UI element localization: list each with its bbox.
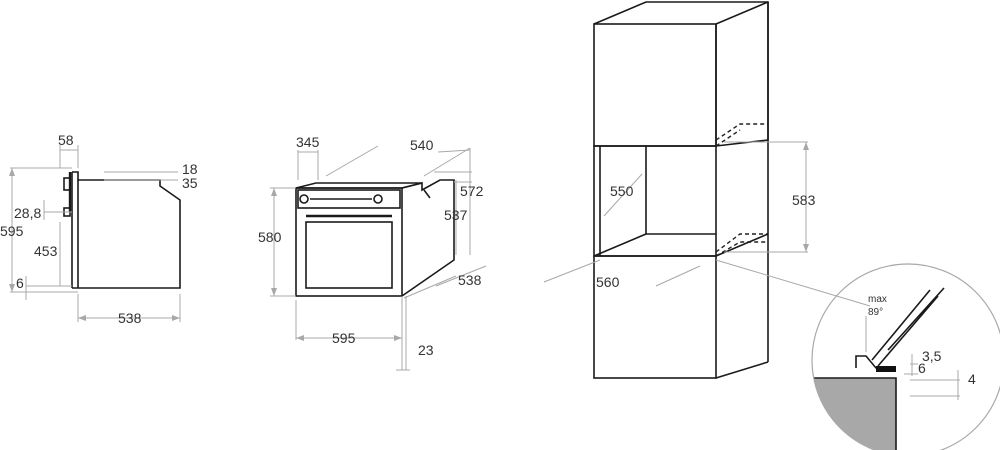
side-bottom-offset-label: 6 (16, 275, 24, 291)
side-top-offset-b-label: 35 (182, 175, 198, 191)
front-top-depth-label: 540 (410, 137, 434, 153)
knob-left-icon (299, 194, 309, 204)
front-height-label: 580 (258, 229, 282, 245)
niche-height-label: 583 (792, 192, 816, 208)
detail-circle: max 89° 3,5 6 4 (811, 263, 1000, 450)
front-width-label: 595 (332, 330, 356, 346)
lower-cabinet (593, 255, 717, 379)
front-base-depth-label: 538 (458, 272, 482, 288)
side-depth-label: 538 (118, 310, 142, 326)
side-body-height-label: 453 (34, 243, 58, 259)
front-right-height-label: 572 (460, 183, 484, 199)
upper-cabinet (593, 23, 717, 147)
detail-gap-a-label: 3,5 (922, 348, 942, 364)
front-bottom-offset-label: 23 (418, 342, 434, 358)
side-top-width-label: 58 (58, 132, 74, 148)
front-view: 345 540 572 537 580 538 595 23 (258, 134, 487, 371)
side-top-offset-a-label: 18 (182, 161, 198, 177)
front-view-panel (295, 187, 403, 297)
front-inner-height-label: 537 (444, 207, 468, 223)
control-panel (297, 189, 401, 209)
side-view: 58 18 35 595 28,8 453 6 538 (0, 132, 198, 326)
hidden-line-top (715, 123, 768, 147)
niche-back (645, 146, 716, 235)
front-top-offset-label: 345 (296, 134, 320, 150)
front-view-side (401, 179, 455, 297)
detail-gap-c-label: 4 (968, 371, 976, 387)
side-view-knob (63, 177, 71, 191)
door-edge (871, 287, 945, 367)
side-view-body-outline (71, 171, 181, 289)
hidden-line-bottom (715, 233, 768, 257)
detail-circle-border (811, 263, 1000, 450)
side-total-height-label: 595 (0, 223, 24, 239)
niche-width-label: 560 (596, 274, 620, 290)
oven-window (305, 221, 393, 289)
niche-frame (593, 145, 717, 257)
niche-depth-label: 550 (610, 183, 634, 199)
angle-label-max: max (868, 294, 887, 305)
knob-right-icon (373, 194, 383, 204)
side-panel-offset-label: 28,8 (14, 205, 41, 221)
seal-strip (876, 366, 896, 372)
angle-label-degrees: 89° (868, 307, 883, 318)
detail-gap-b-label: 6 (918, 360, 926, 376)
cabinet-view: 550 560 583 (543, 1, 871, 379)
